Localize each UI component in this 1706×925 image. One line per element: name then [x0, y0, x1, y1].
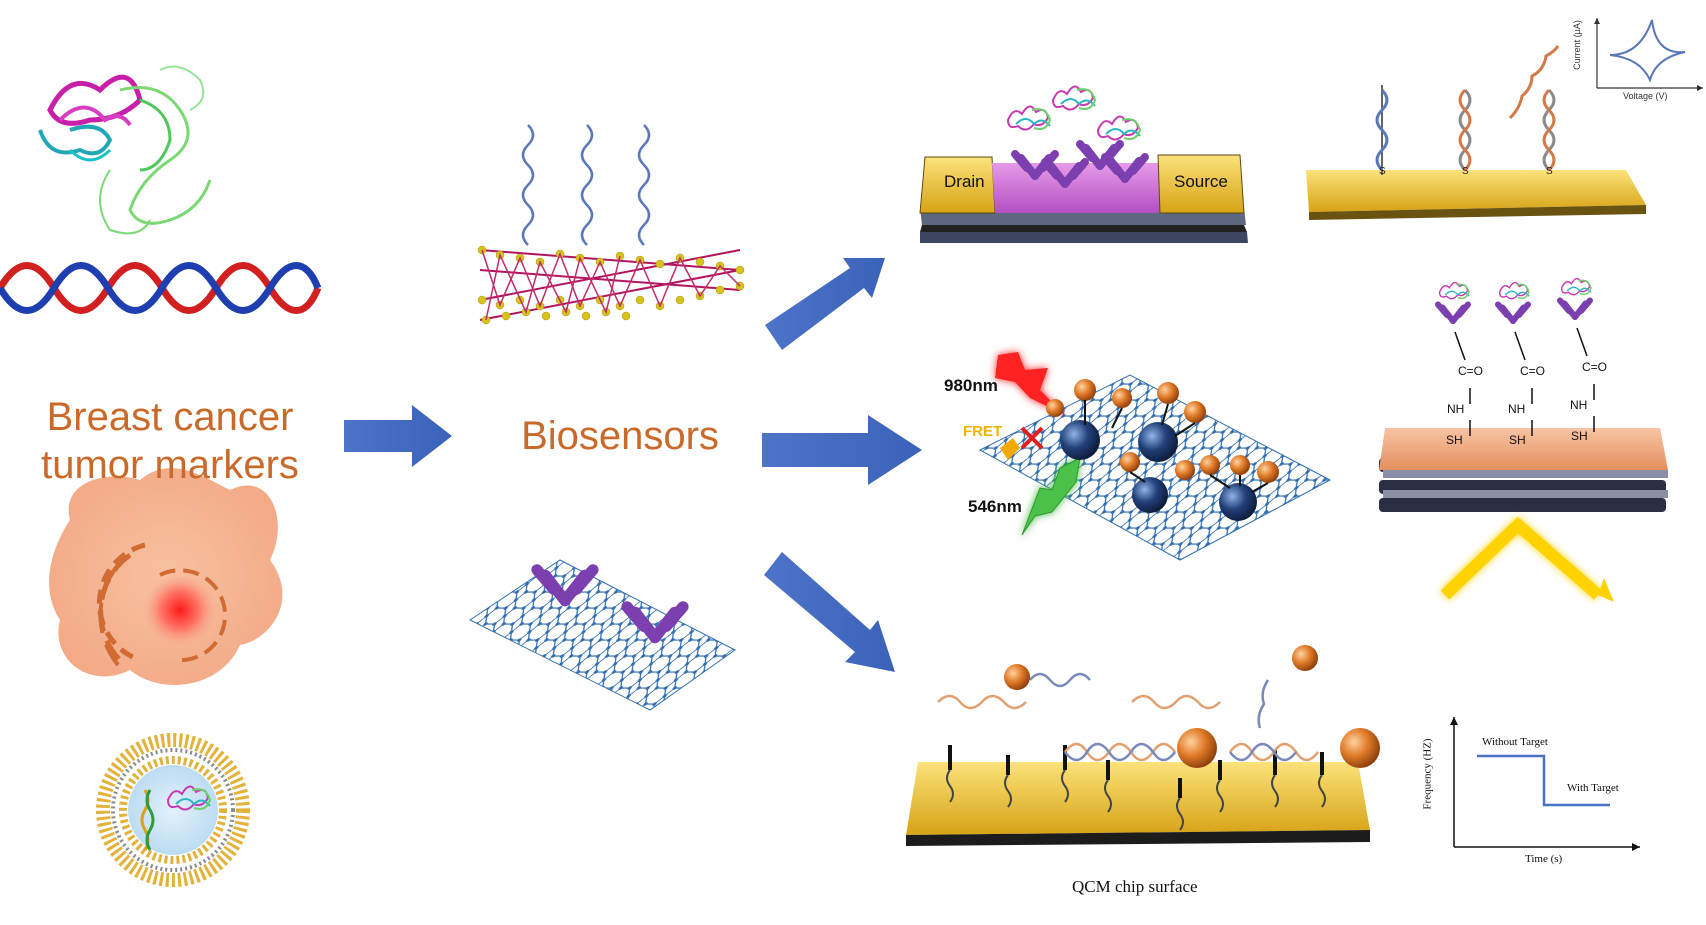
cv-x-axis-label: Voltage (V) — [1623, 91, 1668, 101]
spr-sh-label-1: SH — [1446, 433, 1463, 447]
ec-s-label-3: S — [1546, 166, 1553, 177]
mos2-dna-sensor-image — [477, 124, 745, 325]
cv-y-axis-label: Current (μA) — [1571, 20, 1582, 70]
light-path — [1440, 516, 1602, 600]
emit-wavelength-label: 546nm — [968, 497, 1022, 516]
graphene-antibody-sensor-image — [469, 559, 736, 711]
arrow-to-fet — [765, 258, 885, 350]
markers-title-line2: tumor markers — [41, 443, 299, 487]
qcm-x-axis-label: Time (s) — [1525, 853, 1563, 865]
dna-helix-image — [0, 262, 322, 314]
markers-title-line1: Breast cancer — [46, 395, 294, 439]
spr-sensor-image — [1379, 277, 1668, 602]
excitation-lightning — [995, 352, 1065, 415]
spr-co-label-1: C=O — [1458, 364, 1484, 378]
electrochemical-sensor-image — [1306, 18, 1703, 220]
markers-title: Breast cancer tumor markers — [30, 393, 310, 489]
arrow-to-biosensors — [344, 405, 452, 467]
ec-s-label-2: S — [1462, 166, 1469, 177]
arrow-to-fret — [762, 415, 922, 485]
drain-label: Drain — [944, 172, 985, 191]
qcm-with-target-label: With Target — [1567, 782, 1619, 794]
spr-nh-label-1: NH — [1447, 402, 1465, 416]
excite-wavelength-label: 980nm — [944, 376, 998, 395]
fret-sensor-image — [978, 352, 1332, 561]
biosensors-title: Biosensors — [521, 414, 719, 458]
qcm-y-axis-label: Frequency (HZ) — [1421, 738, 1434, 810]
spr-sh-label-2: SH — [1509, 433, 1526, 447]
spr-co-label-3: C=O — [1582, 360, 1608, 374]
exosome-vesicle-image — [96, 733, 250, 887]
fet-sensor-image — [919, 85, 1248, 243]
cancer-cell-image — [49, 468, 283, 685]
spr-nh-label-2: NH — [1508, 402, 1526, 416]
spr-nh-label-3: NH — [1570, 398, 1588, 412]
spr-co-label-2: C=O — [1520, 364, 1546, 378]
fret-label: FRET — [963, 423, 1003, 440]
source-label: Source — [1174, 172, 1228, 191]
emission-lightning — [1021, 457, 1081, 536]
arrow-to-qcm — [764, 552, 895, 672]
spr-sh-label-3: SH — [1571, 429, 1588, 443]
qcm-chip-label: QCM chip surface — [1072, 877, 1198, 896]
qcm-without-target-label: Without Target — [1482, 736, 1548, 748]
protein-structure-image — [38, 65, 212, 235]
ec-s-label-1: S — [1379, 166, 1386, 177]
frequency-trace — [1477, 754, 1610, 807]
qcm-sensor-image — [906, 645, 1640, 851]
